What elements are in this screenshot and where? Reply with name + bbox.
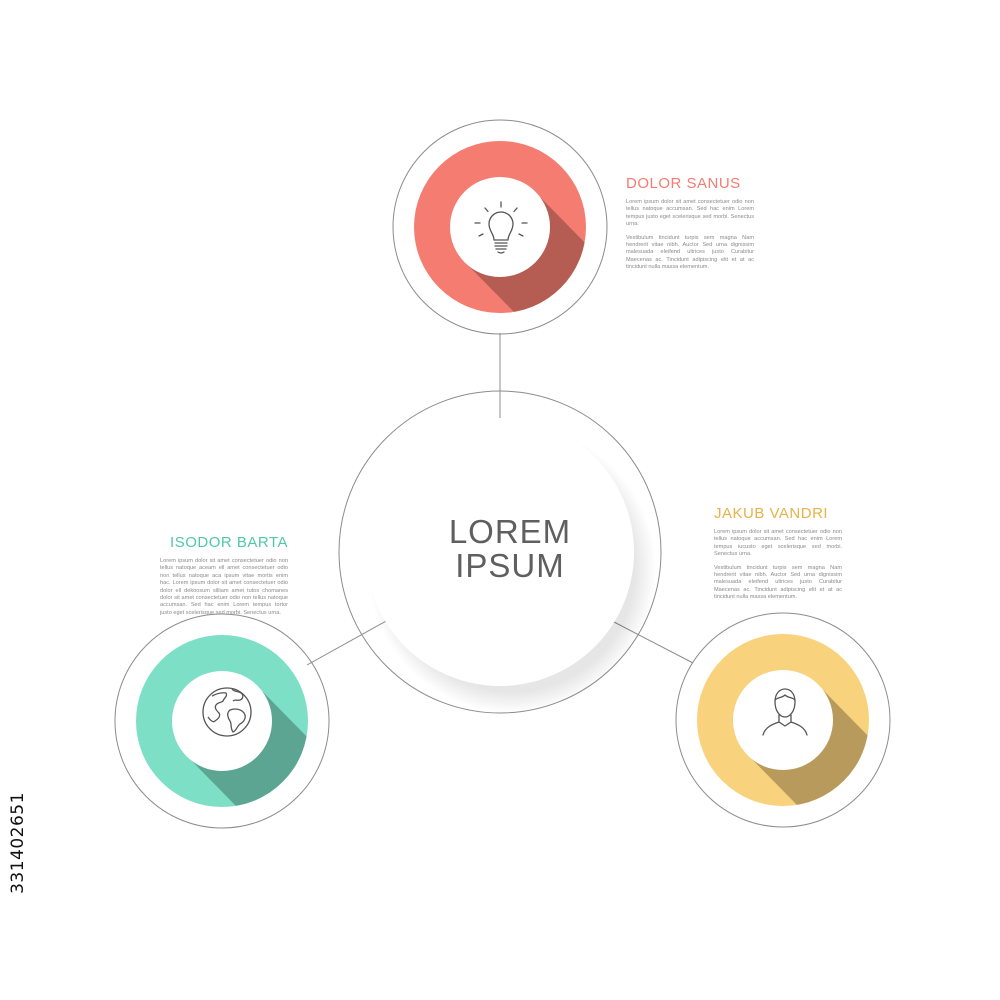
node-right-paragraph-1: Lorem ipsum dolor sit amet consectetuer …: [714, 529, 842, 558]
stock-id-label: 331402651: [6, 768, 30, 918]
text-block-right: JAKUB VANDRI Lorem ipsum dolor sit amet …: [714, 505, 842, 608]
stock-id-text: 331402651: [8, 792, 28, 894]
node-top-outline: [392, 119, 608, 335]
node-top-paragraph-1: Lorem ipsum dolor sit amet consectetuer …: [626, 199, 754, 228]
person-icon: [745, 672, 825, 752]
center-title-line1: LOREM: [448, 513, 572, 550]
node-top-disc: [450, 177, 550, 277]
node-top-title: DOLOR SANUS: [626, 175, 741, 192]
node-right-disc: [733, 670, 833, 770]
center-title: LOREM IPSUM: [380, 515, 640, 583]
globe-icon: [188, 672, 268, 752]
node-left-disc: [172, 671, 272, 771]
node-left-outline: [114, 613, 330, 829]
node-right-title: JAKUB VANDRI: [714, 505, 829, 522]
center-node: [338, 390, 662, 714]
text-block-left: ISODOR BARTA Lorem ipsum dolor sit amet …: [160, 534, 288, 623]
center-outline: [338, 390, 662, 714]
connector-left: [306, 619, 389, 666]
center-disc: [366, 418, 634, 686]
center-title-line2: IPSUM: [455, 547, 565, 584]
lightbulb-icon: [461, 190, 541, 270]
node-right: [675, 612, 891, 828]
node-right-outline: [675, 612, 891, 828]
node-left-title: ISODOR BARTA: [170, 534, 288, 551]
node-left-paragraph-1: Lorem ipsum dolor sit amet consectetuer …: [160, 558, 288, 616]
text-block-top: DOLOR SANUS Lorem ipsum dolor sit amet c…: [626, 175, 754, 278]
node-top-paragraph-2: Vestibulum tincidunt turpis sem magna Na…: [626, 234, 754, 271]
node-left: [114, 613, 330, 829]
node-right-paragraph-2: Vestibulum tincidunt turpis sem magna Na…: [714, 564, 842, 601]
